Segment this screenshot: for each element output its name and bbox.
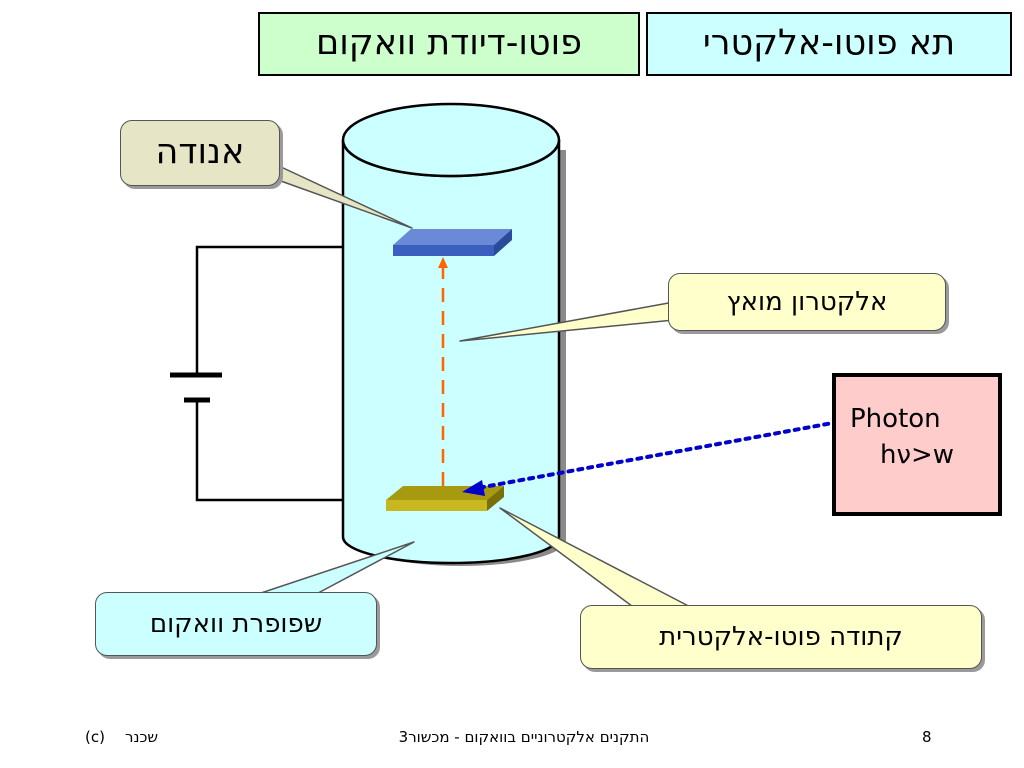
cathode-plate-front (386, 500, 487, 511)
title-vacuum-photodiode: פוטו-דיודת וואקום (258, 12, 640, 76)
footer-copyright: (c) (85, 728, 105, 746)
cathode-callout-pointer (499, 507, 701, 613)
anode-plate-top (393, 229, 512, 245)
anode-plate-front (393, 245, 494, 256)
photon-path-line (476, 420, 840, 490)
photon-energy-condition: hν>w (880, 440, 955, 470)
anode-plate-side (494, 229, 512, 256)
title-photoelectric-cell: תא פוטו-אלקטרי (646, 12, 1012, 76)
footer-author: שכנר (125, 728, 159, 746)
photon-arrowhead (462, 480, 485, 496)
photoelectric-cathode-callout: קתודה פוטו-אלקטרית (580, 605, 982, 669)
anode-plate (393, 229, 512, 256)
photon-label: Photon (850, 404, 941, 434)
electron-path (438, 257, 448, 486)
wire-to-anode (195, 245, 393, 375)
cathode-plate-top (386, 486, 504, 500)
photon-path (462, 420, 840, 496)
electron-arrowhead (438, 257, 448, 268)
footer-course-title: התקנים אלקטרוניים בוואקום - מכשור3 (398, 728, 650, 746)
circuit-wires (195, 245, 393, 502)
cathode-plate-side (487, 486, 504, 511)
battery (170, 372, 222, 403)
vacuum-tube-callout: שפופרת וואקום (95, 592, 377, 656)
anode-callout: אנודה (120, 120, 280, 186)
photon-box: Photon hν>w (832, 373, 1002, 516)
accelerated-electron-callout: אלקטרון מואץ (668, 273, 946, 331)
footer-page-number: 8 (922, 728, 932, 746)
wire-to-cathode (195, 400, 386, 502)
cathode-plate (386, 486, 504, 511)
tube-top (341, 102, 561, 178)
